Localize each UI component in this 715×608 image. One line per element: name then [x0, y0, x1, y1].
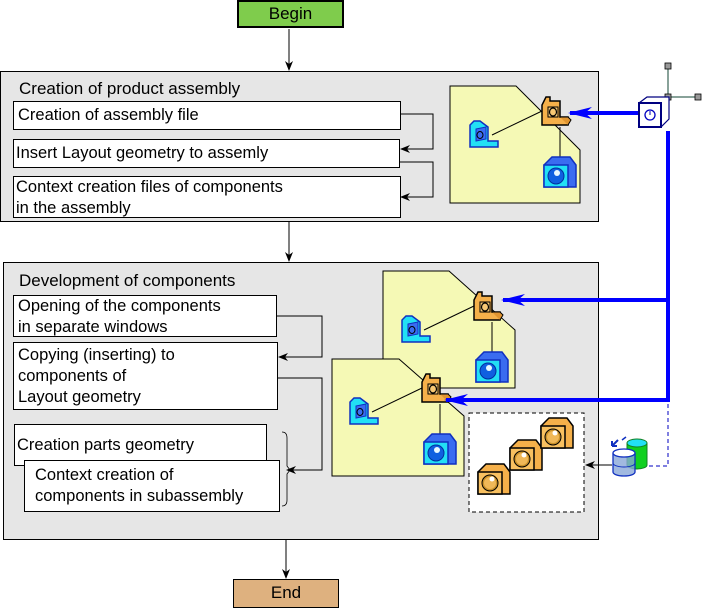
database-icon [611, 436, 648, 477]
step-insert-layout-geometry: Insert Layout geometry to assemly [13, 139, 400, 168]
layout-geometry-cube-icon [638, 62, 702, 128]
step-context-creation-subassembly: Context creation of components in subass… [24, 460, 280, 512]
step-create-parts-geometry: Creation parts geometry [14, 424, 267, 466]
step-create-assembly-file: Creation of assembly file [13, 101, 401, 130]
link-dashed-to-database [640, 404, 669, 467]
parts-group-icon [468, 412, 585, 513]
step-copy-layout-geometry: Copying (inserting) to components of Lay… [13, 342, 278, 410]
assembly-tree-icon [449, 85, 581, 204]
begin-node: Begin [237, 0, 344, 28]
end-node: End [233, 579, 339, 608]
step-context-creation-files: Context creation files of components in … [13, 176, 401, 218]
link-layout-to-component-2 [444, 298, 670, 406]
brace-parts-group [281, 431, 291, 507]
step-open-components: Opening of the components in separate wi… [13, 295, 277, 337]
connector-step1-to-step2 [400, 113, 434, 153]
component-tree-icon-2 [331, 358, 465, 477]
section-title-product-assembly: Creation of product assembly [19, 79, 241, 98]
section-title-development-components: Development of components [19, 271, 236, 290]
connector-open-to-copy [277, 315, 323, 361]
connector-copy-to-create [278, 377, 323, 474]
connector-step2-to-step3 [400, 161, 434, 201]
